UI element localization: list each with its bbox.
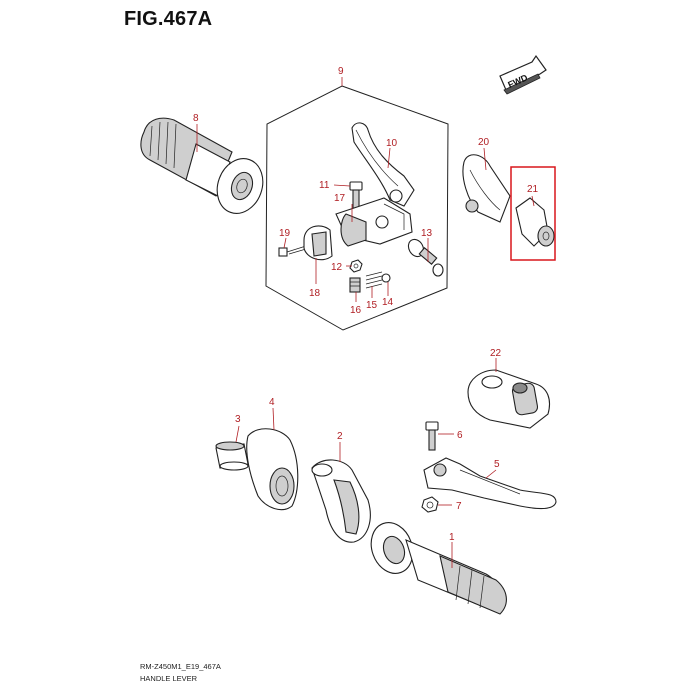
- part-8-grip-left[interactable]: [140, 117, 270, 220]
- callout-1: 1: [449, 532, 455, 543]
- part-3-bushing[interactable]: [215, 441, 249, 471]
- part-14-ball[interactable]: [381, 273, 391, 283]
- part-21-adjuster[interactable]: [515, 197, 555, 247]
- callout-22: 22: [490, 348, 502, 359]
- highlight-box-part-21: [510, 166, 556, 261]
- part-18-clamp[interactable]: [303, 225, 333, 261]
- part-15-spring[interactable]: [365, 271, 383, 289]
- part-19-bolt[interactable]: [278, 245, 307, 257]
- callout-13: 13: [421, 228, 433, 239]
- part-5-brake-lever[interactable]: [423, 457, 557, 510]
- callout-9: 9: [338, 66, 344, 77]
- part-16-screw[interactable]: [349, 277, 361, 293]
- part-10-lever[interactable]: [351, 122, 415, 207]
- callout-16: 16: [350, 305, 362, 316]
- callout-21: 21: [527, 184, 539, 195]
- callout-labels: 9 8 10 11 17 20 21 19 13 12 18 16 15 14 …: [193, 66, 539, 543]
- callout-6: 6: [457, 430, 463, 441]
- drawing-name: HANDLE LEVER: [140, 674, 198, 683]
- figure-title: FIG.467A: [124, 8, 213, 30]
- leader-lines: [196, 77, 535, 568]
- callout-5: 5: [494, 459, 500, 470]
- callout-3: 3: [235, 414, 241, 425]
- part-2-throttle-pipe[interactable]: [311, 459, 371, 543]
- callout-4: 4: [269, 397, 275, 408]
- part-7-nut[interactable]: [421, 496, 439, 513]
- callout-20: 20: [478, 137, 490, 148]
- callout-2: 2: [337, 431, 343, 442]
- callout-15: 15: [366, 300, 378, 311]
- part-22-holder[interactable]: [467, 369, 551, 429]
- part-13-adjuster[interactable]: [405, 237, 444, 277]
- part-6-pivot-bolt[interactable]: [425, 421, 439, 451]
- callout-17: 17: [334, 193, 346, 204]
- lever-holder-body[interactable]: [335, 197, 413, 247]
- part-4-throttle-housing[interactable]: [246, 428, 299, 511]
- part-20-boot[interactable]: [462, 154, 511, 223]
- part-12-nut[interactable]: [349, 259, 363, 273]
- callout-18: 18: [309, 288, 321, 299]
- drawing-code: RM-Z450M1_E19_467A: [140, 662, 221, 671]
- fwd-arrow-icon: FWD: [499, 54, 547, 95]
- callout-7: 7: [456, 501, 462, 512]
- callout-19: 19: [279, 228, 291, 239]
- part-1-grip-right[interactable]: [364, 517, 507, 615]
- callout-12: 12: [331, 262, 343, 273]
- callout-14: 14: [382, 297, 394, 308]
- callout-11: 11: [319, 180, 330, 191]
- callout-8: 8: [193, 113, 199, 124]
- assembly-9-boundary: [265, 85, 449, 331]
- callout-10: 10: [386, 138, 398, 149]
